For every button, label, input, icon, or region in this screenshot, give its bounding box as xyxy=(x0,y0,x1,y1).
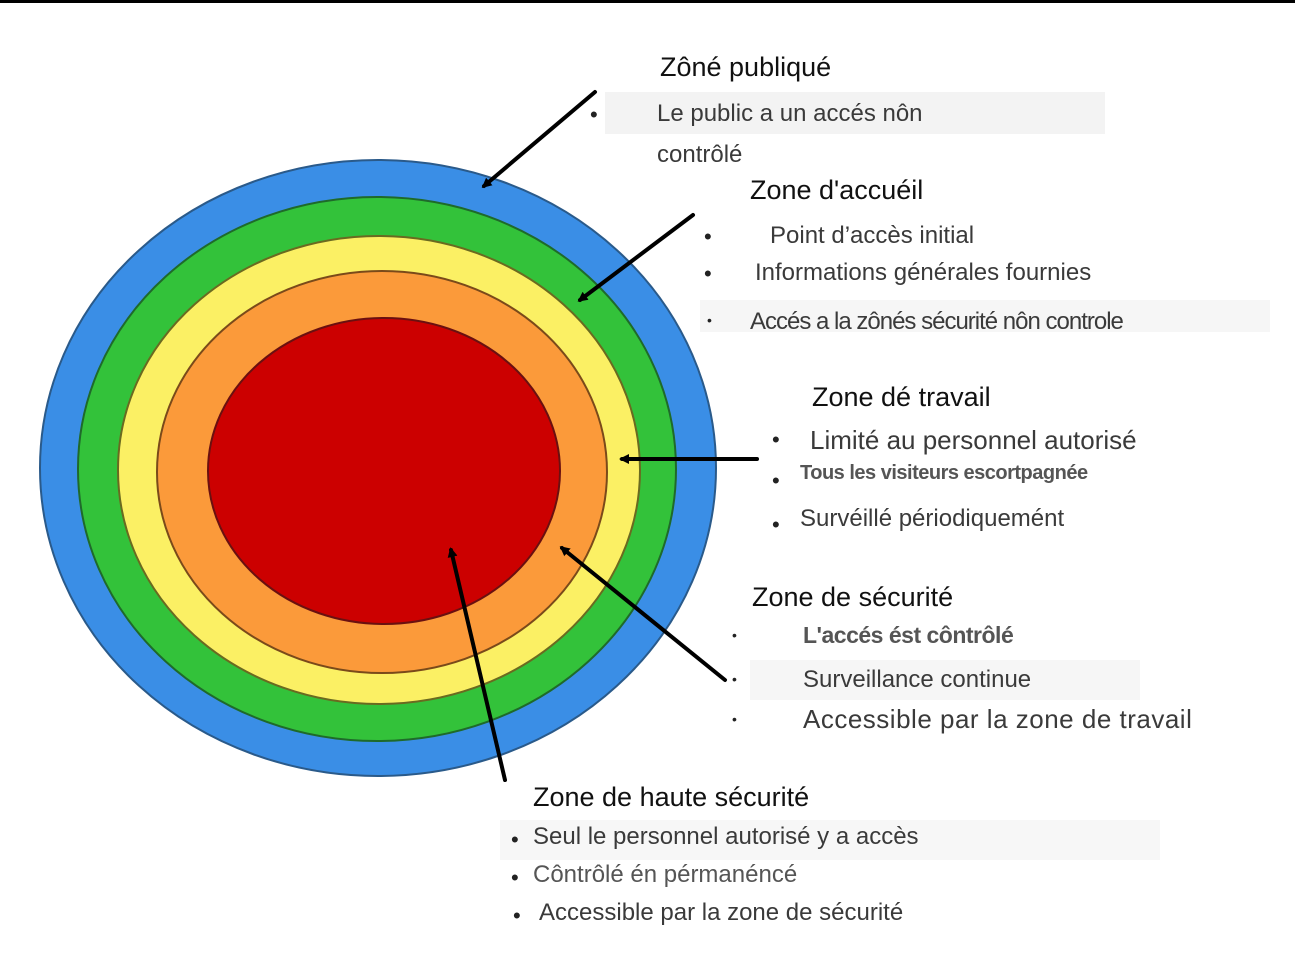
zone-title-security: Zone de sécurité xyxy=(752,582,954,612)
zone-item: Survéillé périodiquemént xyxy=(800,505,1065,532)
zone-item: Tous les visiteurs escortpagnée xyxy=(800,462,1088,484)
arrow-public-zone xyxy=(481,90,597,188)
bullet-icon: • xyxy=(732,627,737,643)
pointer-arrows xyxy=(447,90,759,782)
bullet-icon: • xyxy=(590,102,598,127)
zone-rings xyxy=(39,159,717,777)
zone-item: Surveillance continue xyxy=(803,666,1032,693)
bullet-icon: • xyxy=(772,468,780,493)
label-background xyxy=(605,92,1105,134)
zone-item: Informations générales fournies xyxy=(755,259,1092,286)
zone-item: contrôlé xyxy=(657,141,743,168)
label-background xyxy=(700,300,1270,332)
bullet-icon: • xyxy=(511,865,519,890)
bullet-icon: • xyxy=(772,512,780,537)
zone-title-reception: Zone d'accuéil xyxy=(750,175,924,205)
zone-item: Point d’accès initial xyxy=(770,222,975,249)
zone-item: Seul le personnel autorisé y a accès xyxy=(533,823,919,850)
zone-title-high-security: Zone de haute sécurité xyxy=(533,782,810,812)
top-border xyxy=(0,0,1295,3)
bullet-icon: • xyxy=(704,224,712,249)
zone-item: Accessible par la zone de travail xyxy=(803,704,1193,734)
bullet-icon: • xyxy=(732,671,737,687)
bullet-icon: • xyxy=(511,827,519,852)
zone-item: Accessible par la zone de sécurité xyxy=(539,899,904,926)
arrow-security-zone xyxy=(559,546,727,682)
arrow-high-security-zone xyxy=(447,547,507,782)
label-background xyxy=(750,660,1140,700)
bullet-icon: • xyxy=(732,711,737,727)
bullet-icon: • xyxy=(772,427,780,452)
ring-high-security-zone xyxy=(207,317,561,625)
label-background xyxy=(500,820,1160,860)
bullet-icon: • xyxy=(707,312,712,328)
zone-title-work: Zone dé travail xyxy=(812,382,991,412)
zone-title-public: Zôné publiqué xyxy=(660,52,832,82)
zone-item: Le public a un accés nôn xyxy=(657,100,923,127)
zone-item: L'accés ést côntrôlé xyxy=(803,622,1014,648)
zone-item: Limité au personnel autorisé xyxy=(810,425,1137,455)
zone-item: Côntrôlé én pérmanéncé xyxy=(533,861,798,888)
bullet-icon: • xyxy=(704,261,712,286)
arrow-reception-zone xyxy=(577,213,695,302)
bullet-icon: • xyxy=(513,903,521,928)
zone-item: Accés a la zônés sécurité nôn controle xyxy=(750,308,1124,335)
